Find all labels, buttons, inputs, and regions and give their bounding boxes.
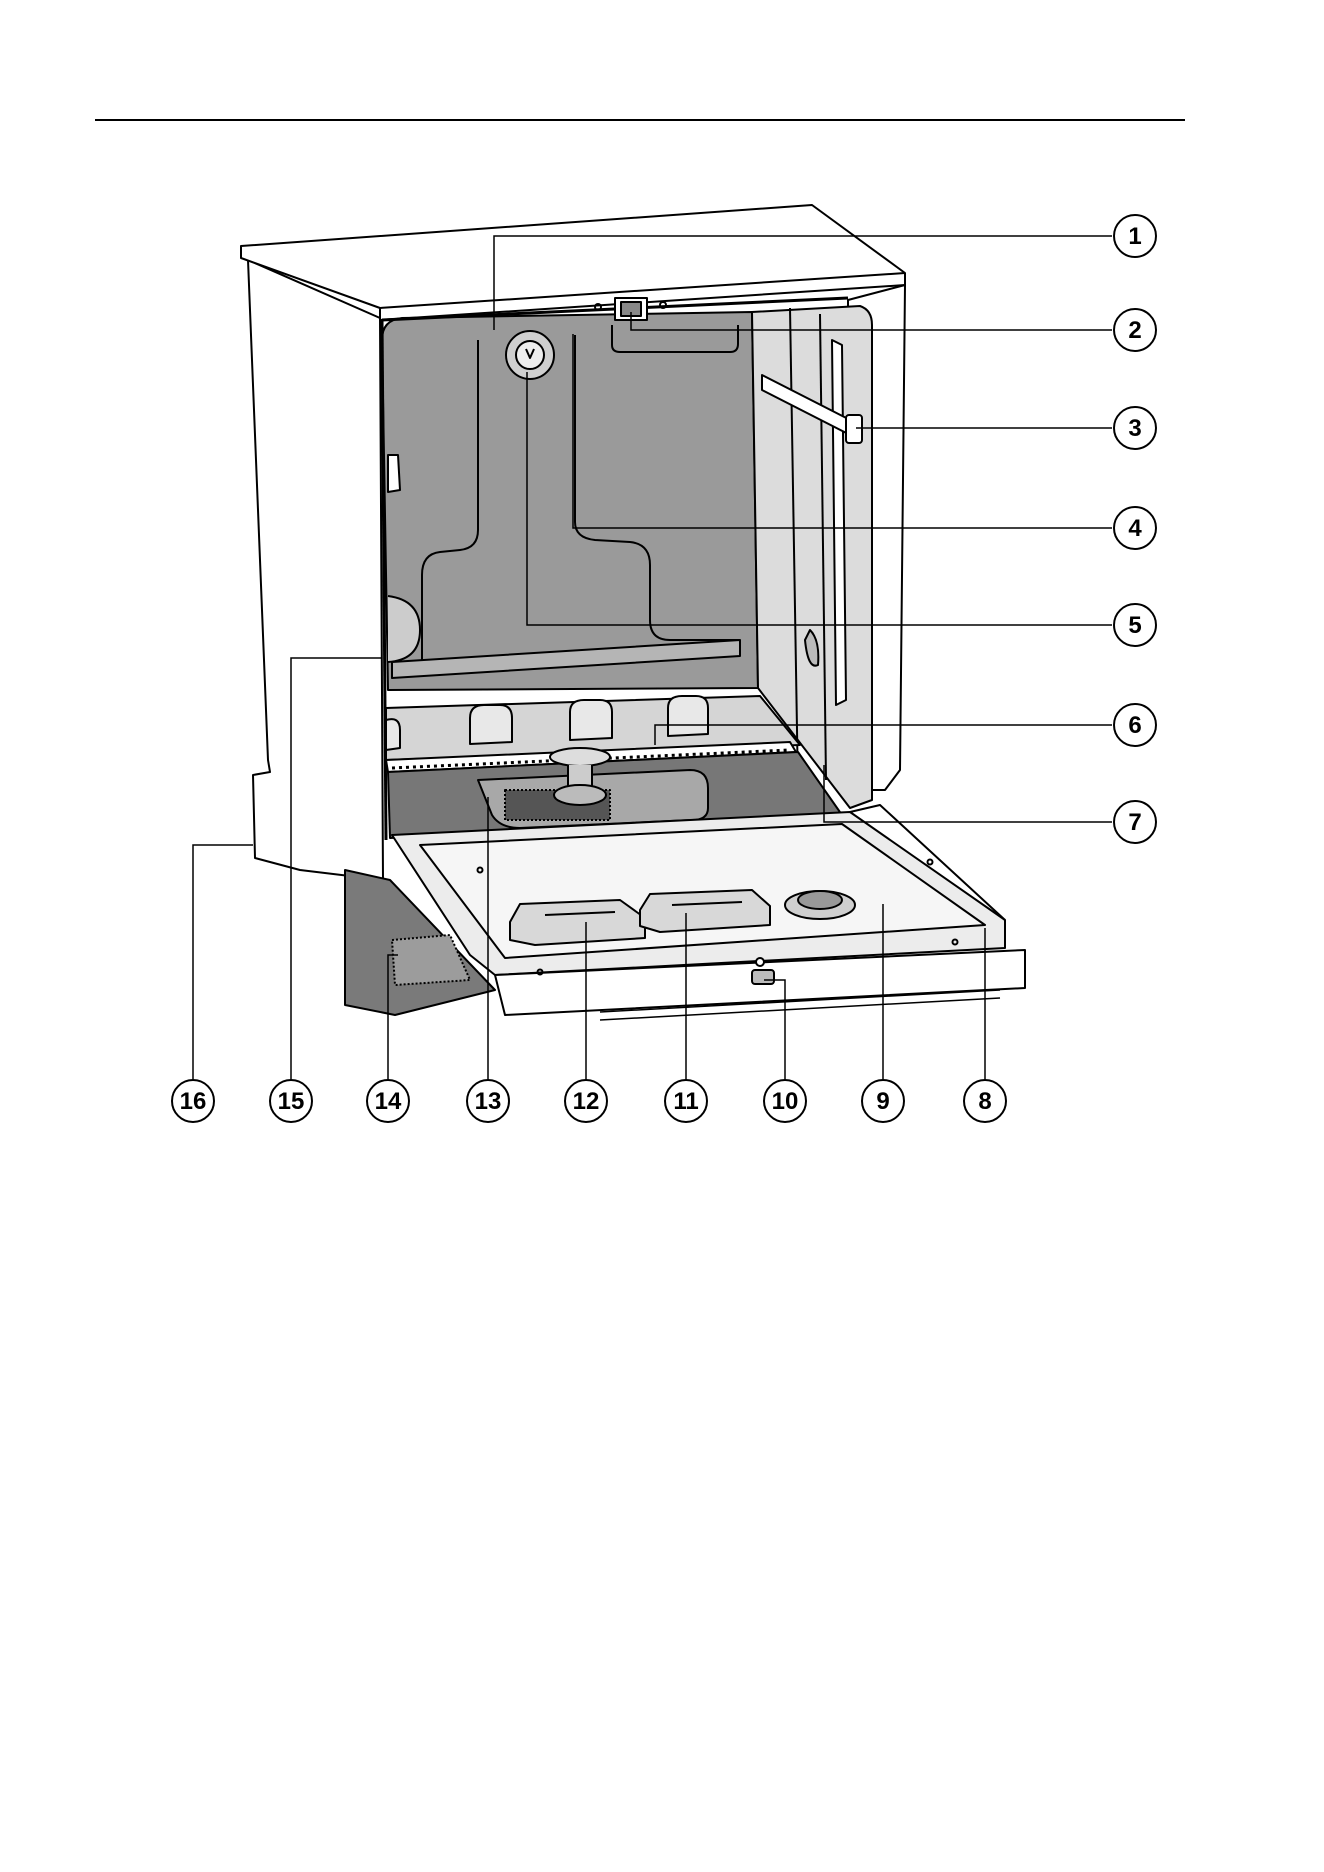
rack-guide-loop-4 (386, 719, 400, 750)
callout-15: 15 (270, 1080, 312, 1122)
callout-5: 5 (1114, 604, 1156, 646)
central-spray-hub (550, 748, 610, 766)
callout-16: 16 (172, 1080, 214, 1122)
kickplate-mesh (392, 935, 470, 985)
callout-8: 8 (964, 1080, 1006, 1122)
callout-6-label: 6 (1128, 712, 1141, 739)
callout-10-label: 10 (772, 1088, 799, 1115)
callout-7-label: 7 (1128, 809, 1141, 836)
callout-6: 6 (1114, 704, 1156, 746)
callout-11: 11 (665, 1080, 707, 1122)
door-screw-2 (928, 860, 933, 865)
callout-11-label: 11 (673, 1088, 698, 1115)
callout-7: 7 (1114, 801, 1156, 843)
callout-5-label: 5 (1128, 612, 1141, 639)
callout-2: 2 (1114, 309, 1156, 351)
central-spray-base (554, 785, 606, 805)
callout-1: 1 (1114, 215, 1156, 257)
screw-top-right (660, 302, 666, 308)
door-latch-screw (756, 958, 764, 966)
rinse-aid-dispenser (640, 890, 770, 932)
callout-12: 12 (565, 1080, 607, 1122)
rail-clip (846, 415, 862, 443)
interior-back-wall (382, 312, 758, 690)
callout-8-label: 8 (978, 1088, 991, 1115)
callout-10: 10 (764, 1080, 806, 1122)
callout-4: 4 (1114, 507, 1156, 549)
callout-1-label: 1 (1128, 223, 1141, 250)
callout-3: 3 (1114, 407, 1156, 449)
detergent-dispenser (510, 900, 645, 945)
cabinet-left-side (248, 260, 383, 880)
callout-4-label: 4 (1128, 515, 1142, 542)
callout-13-label: 13 (475, 1088, 502, 1115)
callout-14-label: 14 (375, 1088, 402, 1115)
callout-12-label: 12 (573, 1088, 600, 1115)
callout-3-label: 3 (1128, 415, 1141, 442)
rack-guide-loop-1 (470, 705, 512, 744)
callout-13: 13 (467, 1080, 509, 1122)
screw-top-left (595, 304, 601, 310)
callout-15-label: 15 (278, 1088, 305, 1115)
reservoir-cap-inner (798, 891, 842, 909)
dishwasher-illustration (241, 205, 1025, 1020)
callout-2-label: 2 (1128, 317, 1141, 344)
callout-16-label: 16 (180, 1088, 207, 1115)
callout-9-label: 9 (876, 1088, 889, 1115)
rack-guide-loop-2 (570, 700, 612, 740)
callout-14: 14 (367, 1080, 409, 1122)
left-wall-bracket (388, 455, 400, 492)
spray-outlet-inner (516, 341, 544, 369)
rack-guide-loop-3 (668, 696, 708, 736)
callout-9: 9 (862, 1080, 904, 1122)
leader-16 (193, 845, 253, 1080)
door-latch (752, 970, 774, 984)
